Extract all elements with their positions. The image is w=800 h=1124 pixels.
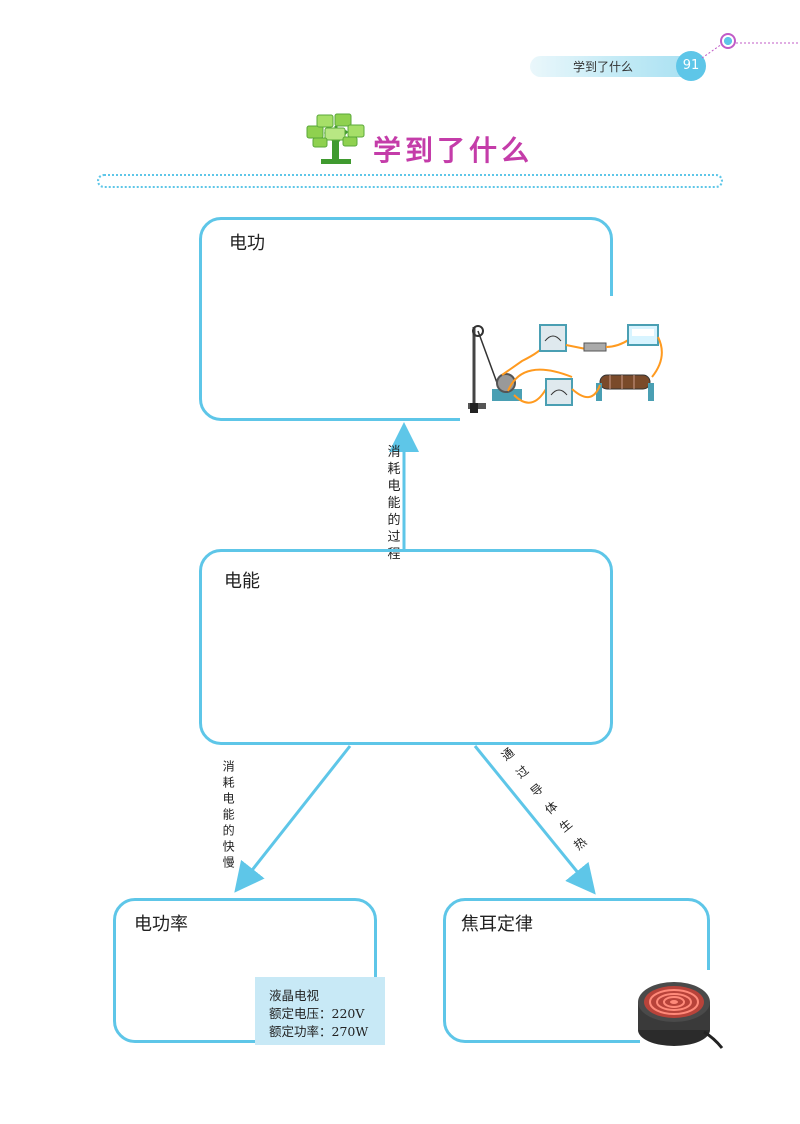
page-number: 91 (676, 51, 706, 81)
header-ring-icon (720, 33, 736, 49)
header-section-label: 学到了什么 (572, 60, 633, 74)
tree-icon (306, 113, 365, 164)
tv-spec-power: 额定功率：270W (269, 1024, 369, 1039)
arrow-label-consume-rate-text: 消耗电能的快慢 (221, 759, 236, 872)
box-electric-energy (199, 549, 613, 745)
arrow-left (234, 745, 352, 893)
box-title-electric-work: 电功 (229, 233, 265, 254)
box-title-joule-law: 焦耳定律 (461, 914, 533, 935)
circuit-apparatus-illustration (468, 324, 663, 413)
tv-spec-card: 液晶电视 额定电压：220V 额定功率：270W (255, 977, 385, 1045)
arrow-label-consume-process: 消耗电能的过程 (387, 445, 401, 562)
dotted-divider (97, 174, 723, 188)
box-electric-power (113, 898, 377, 1043)
arrow-right (473, 745, 596, 895)
banner-title: 学到了什么 (373, 134, 534, 167)
header-dotted-line (701, 42, 800, 59)
tv-spec-voltage: 额定电压：220V (269, 1006, 365, 1021)
box-title-electric-energy: 电能 (224, 571, 260, 592)
header-section-pill (530, 56, 695, 77)
electric-hotplate-illustration (638, 982, 724, 1049)
tv-spec-name: 液晶电视 (269, 988, 320, 1003)
box-title-electric-power: 电功率 (134, 914, 188, 935)
